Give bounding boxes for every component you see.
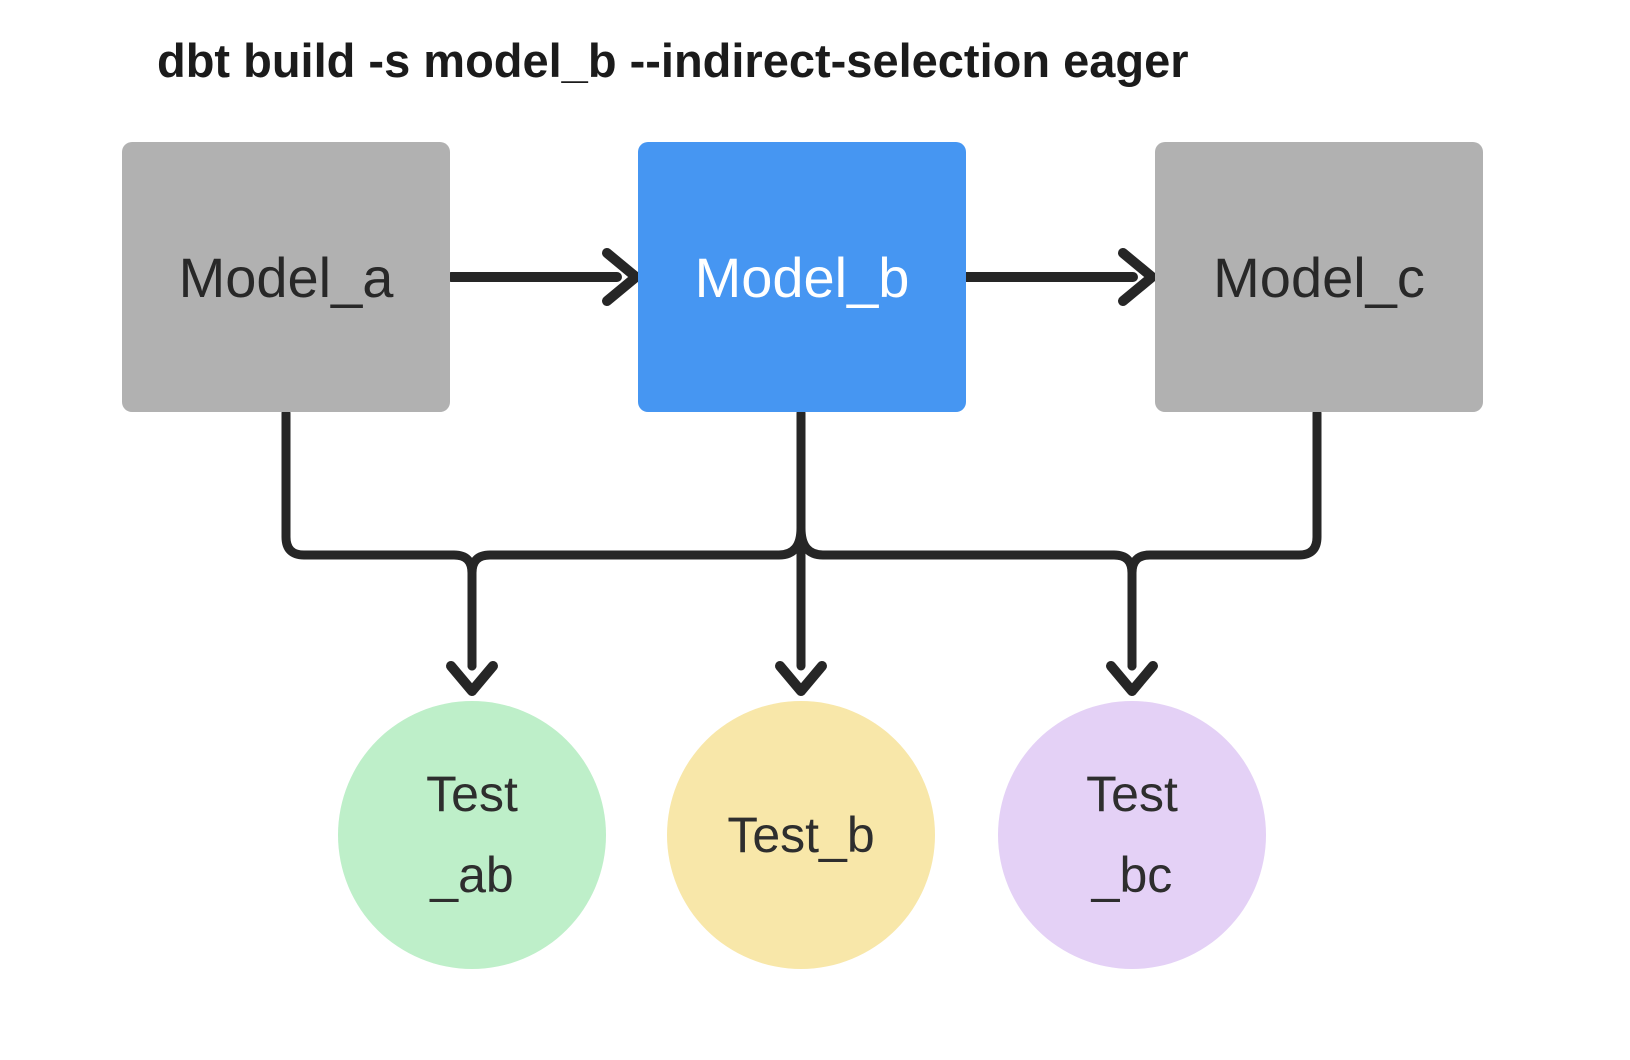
arrowhead-test-b-icon (775, 661, 827, 696)
arrowhead-model-b-icon (602, 248, 641, 306)
node-model-b-label: Model_b (694, 245, 910, 309)
node-model-a-label: Model_a (178, 245, 394, 309)
node-model-c-label: Model_c (1213, 245, 1425, 309)
diagram-title: dbt build -s model_b --indirect-selectio… (157, 34, 1189, 87)
edge-model-a-to-test-ab (281, 408, 477, 671)
node-test-b: Test_b (667, 701, 935, 969)
arrowhead-test-ab-icon (446, 661, 498, 696)
edge-model-c-to-test-bc (1127, 408, 1322, 671)
node-test-b-label: Test_b (727, 806, 875, 863)
node-model-a: Model_a (122, 142, 450, 412)
node-test-ab-label: Test _ab (426, 766, 518, 903)
node-test-ab: Test _ab (338, 701, 606, 969)
edge-model-b-to-test-bc (796, 523, 1137, 671)
node-model-c: Model_c (1155, 142, 1483, 412)
node-test-bc: Test _bc (998, 701, 1266, 969)
edge-model-b-to-test-ab (467, 523, 806, 671)
arrowhead-test-bc-icon (1106, 661, 1158, 696)
arrowhead-model-c-icon (1118, 248, 1157, 306)
node-model-b-selected: Model_b (638, 142, 966, 412)
node-test-bc-label: Test _bc (1086, 766, 1178, 903)
